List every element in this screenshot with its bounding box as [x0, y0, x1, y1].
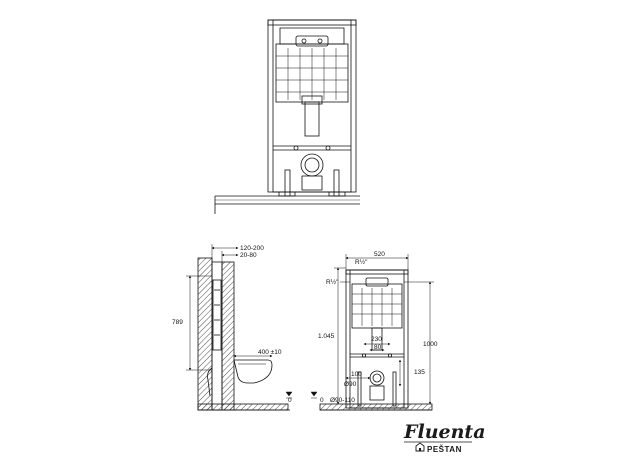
front-view-dimension-lines [310, 254, 434, 405]
dim-drain-range: Ø90-110 [330, 397, 355, 404]
dim-offset-135: 135 [414, 369, 425, 376]
top-front-view [267, 19, 357, 197]
side-view-labels: 120-200 20-80 789 400 ±10 0 [172, 245, 292, 404]
dim-height-789: 789 [172, 319, 183, 326]
side-view-dimension-lines [186, 244, 293, 399]
dim-height-1000: 1000 [423, 341, 438, 348]
dim-wall-offset: 20-80 [240, 252, 257, 259]
dim-width-520: 520 [374, 251, 385, 258]
dim-inlet-side: R½" [326, 278, 339, 286]
dim-offset-80: 80 [374, 344, 382, 351]
brand-logo: Fluenta PEŠTAN [403, 421, 486, 454]
dim-bolt-spacing: 230 [371, 336, 382, 343]
dim-zero-right: 0 [320, 397, 324, 404]
dim-pan-projection: 400 ±10 [258, 349, 282, 356]
front-view-labels: R½" 520 R½" 1.045 1000 230 80 100 135 Ø9… [318, 251, 438, 404]
house-icon [415, 442, 425, 452]
dim-offset-100: 100 [351, 371, 362, 378]
dim-inlet-top: R½" [355, 258, 368, 266]
dim-zero-left: 0 [288, 397, 292, 404]
brand-sub: PEŠTAN [427, 445, 462, 454]
brand-name: Fluenta [403, 421, 486, 443]
top-floor-slab [214, 195, 360, 214]
dim-height-1045: 1.045 [318, 333, 335, 340]
front-view [319, 269, 433, 411]
side-view [197, 257, 290, 411]
dim-drain-diameter: Ø90 [344, 381, 357, 388]
dim-wall-depth: 120-200 [240, 245, 264, 252]
